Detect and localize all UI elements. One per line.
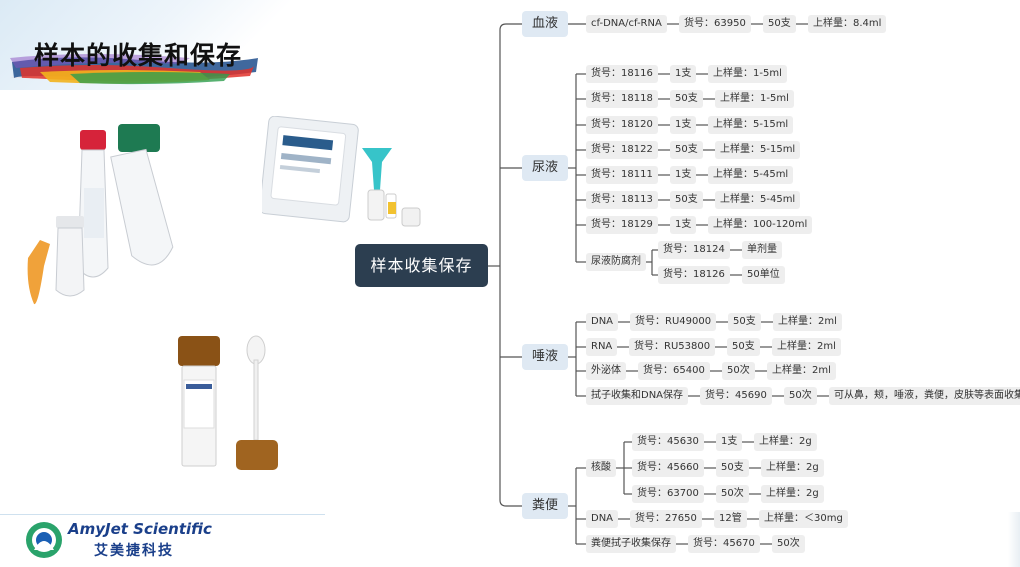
feces-nucleic-row1-2: 上样量：2g (761, 459, 824, 477)
amyjet-logo-icon (26, 522, 62, 558)
edge-decoration (1008, 512, 1020, 567)
feces-nucleic-label: 核酸 (586, 459, 616, 477)
feces-nucleic-row0-2: 上样量：2g (754, 433, 817, 451)
saliva-row2-3: 上样量：2ml (767, 362, 836, 380)
urine-row6-2: 上样量：100-120ml (708, 216, 813, 234)
feces-dna-node-1: 货号：27650 (630, 510, 702, 528)
logo-english: AmyJet Scientific (68, 520, 212, 538)
feces-swab-node-2: 50次 (772, 535, 805, 553)
urine-row0-1: 1支 (670, 65, 697, 83)
feces-nucleic-row2-1: 50次 (716, 485, 749, 503)
feces-nucleic-row0-1: 1支 (716, 433, 743, 451)
feces-dna-node-2: 12管 (714, 510, 747, 528)
blood-node-3: 上样量：8.4ml (808, 15, 887, 33)
urine-row6-0: 货号：18129 (586, 216, 658, 234)
feces-nucleic-row0-0: 货号：45630 (632, 433, 704, 451)
logo-chinese: 艾美捷科技 (94, 543, 174, 559)
category-urine: 尿液 (522, 155, 568, 181)
urine-row1-1: 50支 (670, 90, 703, 108)
urine-row0-2: 上样量：1-5ml (708, 65, 787, 83)
urine-row5-2: 上样量：5-45ml (715, 191, 801, 209)
urine-row5-1: 50支 (670, 191, 703, 209)
category-branch (499, 23, 522, 31)
footer-divider (0, 514, 325, 515)
urine-row2-1: 1支 (670, 116, 697, 134)
saliva-row3-3: 可从鼻，颊，唾液，粪便，皮肤等表面收集 (829, 387, 1020, 405)
saliva-row3-1: 货号：45690 (700, 387, 772, 405)
urine-row4-0: 货号：18111 (586, 166, 658, 184)
urine-row6-1: 1支 (670, 216, 697, 234)
urine-row3-1: 50支 (670, 141, 703, 159)
saliva-row3-0: 拭子收集和DNA保存 (586, 387, 689, 405)
blood-node-2: 50支 (763, 15, 796, 33)
saliva-row2-0: 外泌体 (586, 362, 626, 380)
feces-dna-node-0: DNA (586, 510, 619, 528)
saliva-row1-2: 50支 (727, 338, 760, 356)
root-node: 样本收集保存 (355, 244, 488, 287)
feces-swab-node-0: 粪便拭子收集保存 (586, 535, 676, 553)
urine-preservative-row1-0: 货号：18126 (658, 266, 730, 284)
saliva-row0-3: 上样量：2ml (773, 313, 842, 331)
category-blood: 血液 (522, 11, 568, 37)
feces-nucleic-row2-2: 上样量：2g (761, 485, 824, 503)
preservation-tube-photo (178, 335, 278, 470)
tube-photo (27, 124, 174, 305)
feces-swab-node-1: 货号：45670 (688, 535, 760, 553)
urine-preservative-row0-1: 单剂量 (742, 241, 782, 259)
urine-row1-2: 上样量：1-5ml (715, 90, 794, 108)
saliva-row1-1: 货号：RU53800 (629, 338, 716, 356)
category-branch (499, 499, 522, 507)
saliva-row1-3: 上样量：2ml (772, 338, 841, 356)
urine-row5-0: 货号：18113 (586, 191, 658, 209)
blood-node-1: 货号：63950 (679, 15, 751, 33)
urine-row2-2: 上样量：5-15ml (708, 116, 794, 134)
title-banner: 样本的收集和保存 (10, 28, 260, 88)
saliva-row0-0: DNA (586, 313, 619, 331)
company-logo: AmyJet Scientific 艾美捷科技 (24, 518, 224, 562)
feces-nucleic-row1-0: 货号：45660 (632, 459, 704, 477)
feces-nucleic-row2-0: 货号：63700 (632, 485, 704, 503)
saliva-row1-0: RNA (586, 338, 618, 356)
page-title: 样本的收集和保存 (34, 41, 243, 70)
urine-row3-2: 上样量：5-15ml (715, 141, 801, 159)
urine-preservative-row0-0: 货号：18124 (658, 241, 730, 259)
saliva-row0-2: 50支 (728, 313, 761, 331)
category-saliva: 唾液 (522, 344, 568, 370)
urine-preservative-row1-1: 50单位 (742, 266, 785, 284)
saliva-row3-2: 50次 (784, 387, 817, 405)
feces-dna-node-3: 上样量：＜30mg (759, 510, 848, 528)
saliva-row2-1: 货号：65400 (638, 362, 710, 380)
urine-row2-0: 货号：18120 (586, 116, 658, 134)
urine-row0-0: 货号：18116 (586, 65, 658, 83)
saliva-row2-2: 50次 (722, 362, 755, 380)
collection-kit-photo (262, 116, 421, 227)
urine-row1-0: 货号：18118 (586, 90, 658, 108)
brush-stroke-decoration (10, 54, 258, 85)
blood-node-0: cf-DNA/cf-RNA (586, 15, 667, 33)
category-feces: 粪便 (522, 493, 568, 519)
feces-nucleic-row1-1: 50支 (716, 459, 749, 477)
urine-row3-0: 货号：18122 (586, 141, 658, 159)
urine-row4-1: 1支 (670, 166, 697, 184)
urine-row4-2: 上样量：5-45ml (708, 166, 794, 184)
urine-preservative-label: 尿液防腐剂 (586, 253, 646, 271)
saliva-row0-1: 货号：RU49000 (630, 313, 717, 331)
